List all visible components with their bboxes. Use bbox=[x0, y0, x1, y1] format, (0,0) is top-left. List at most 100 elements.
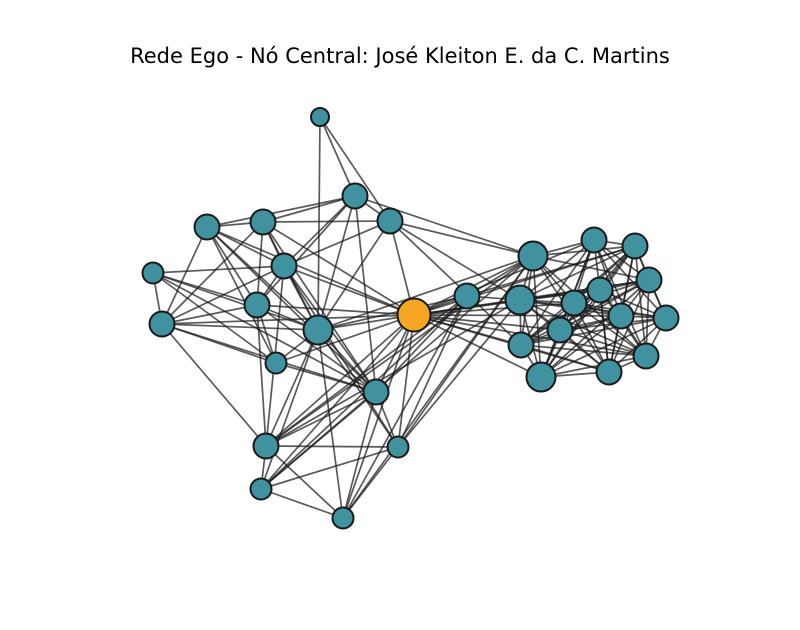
alter-node-n9 bbox=[148, 310, 176, 338]
edge-n3-n18 bbox=[389, 220, 534, 257]
edge-n14-n16 bbox=[260, 488, 344, 519]
alter-node-n13 bbox=[252, 432, 280, 460]
edge-n13-n16 bbox=[265, 445, 344, 519]
edge-n6-n15 bbox=[283, 265, 399, 448]
graph-title: Rede Ego - Nó Central: José Kleiton E. d… bbox=[130, 44, 670, 68]
edge-n9-n13 bbox=[161, 323, 267, 447]
edge-n15-n17 bbox=[397, 295, 468, 448]
edge-n11-n18 bbox=[317, 255, 534, 331]
edge-n29-n31 bbox=[559, 329, 647, 357]
alter-node-n2 bbox=[341, 182, 369, 210]
edge-ego-n4 bbox=[262, 221, 415, 316]
edge-n13-n18 bbox=[265, 255, 534, 447]
alter-node-n7 bbox=[243, 291, 271, 319]
alter-node-n11 bbox=[302, 314, 334, 346]
edge-n5-n6 bbox=[206, 226, 285, 267]
edge-n20-n25 bbox=[520, 239, 595, 346]
edge-ego-n10 bbox=[275, 314, 415, 364]
edge-ego-n6 bbox=[283, 265, 415, 316]
edge-n25-n28 bbox=[520, 317, 667, 346]
edge-n12-n13 bbox=[265, 391, 377, 447]
edge-n2-n11 bbox=[317, 195, 356, 331]
edge-n5-n10 bbox=[206, 226, 277, 364]
alter-node-n29 bbox=[632, 342, 660, 370]
alter-node-n30 bbox=[586, 276, 614, 304]
edge-n9-n11 bbox=[161, 323, 319, 331]
edge-n2-n12 bbox=[354, 195, 377, 393]
alter-node-n5 bbox=[193, 213, 221, 241]
edge-n4-n12 bbox=[262, 221, 377, 393]
edge-n1-n11 bbox=[317, 116, 321, 331]
edge-n11-n17 bbox=[317, 295, 468, 331]
edge-n26-n28 bbox=[540, 317, 667, 378]
alter-node-n23 bbox=[635, 266, 663, 294]
alter-node-n24 bbox=[607, 302, 635, 330]
edge-n7-n12 bbox=[256, 304, 377, 393]
edge-n8-n12 bbox=[152, 272, 377, 393]
edge-n11-n14 bbox=[260, 329, 319, 490]
alter-node-n20 bbox=[580, 226, 608, 254]
alter-node-n26 bbox=[525, 361, 557, 393]
edge-n2-n6 bbox=[283, 195, 356, 267]
edge-n11-n13 bbox=[265, 329, 319, 447]
edge-n14-n15 bbox=[260, 446, 399, 490]
edge-n19-n20 bbox=[519, 239, 595, 301]
edge-n6-n8 bbox=[152, 265, 285, 274]
edge-n24-n26 bbox=[540, 315, 622, 378]
alter-node-n22 bbox=[560, 289, 588, 317]
edge-n25-n27 bbox=[520, 344, 610, 373]
edge-n3-n6 bbox=[283, 220, 391, 267]
edge-n11-n15 bbox=[317, 329, 399, 448]
edge-n15-n19 bbox=[397, 299, 521, 448]
edge-n3-n11 bbox=[317, 220, 391, 331]
edge-n5-n7 bbox=[206, 226, 258, 306]
alter-node-n8 bbox=[141, 261, 165, 285]
alter-node-n1 bbox=[310, 107, 330, 127]
alter-node-n21 bbox=[621, 232, 649, 260]
edge-n2-n4 bbox=[262, 195, 356, 223]
edge-ego-n14 bbox=[260, 314, 415, 490]
edge-n2-n7 bbox=[256, 195, 356, 306]
alter-node-n4 bbox=[249, 208, 277, 236]
edge-n13-n15 bbox=[265, 445, 399, 448]
alter-node-n3 bbox=[376, 207, 404, 235]
edge-n10-n12 bbox=[275, 362, 377, 393]
edge-n20-n31 bbox=[559, 239, 595, 331]
alter-node-n16 bbox=[331, 506, 355, 530]
edge-n23-n31 bbox=[559, 279, 650, 331]
edge-n8-n11 bbox=[152, 272, 319, 331]
edge-n1-n2 bbox=[319, 116, 356, 197]
edge-n16-n17 bbox=[342, 295, 468, 519]
ego-node bbox=[396, 297, 432, 333]
alter-node-n12 bbox=[362, 378, 390, 406]
edge-n13-n19 bbox=[265, 299, 521, 447]
edge-n20-n28 bbox=[593, 239, 667, 319]
edge-n5-n12 bbox=[206, 226, 377, 393]
alter-node-n10 bbox=[264, 351, 288, 375]
edge-ego-n5 bbox=[206, 226, 415, 316]
edge-n26-n29 bbox=[540, 355, 647, 378]
edge-n12-n16 bbox=[342, 391, 377, 519]
edge-n12-n17 bbox=[375, 295, 468, 393]
edge-n8-n10 bbox=[152, 272, 277, 364]
edge-n27-n30 bbox=[599, 289, 610, 373]
alter-node-n31 bbox=[546, 316, 574, 344]
alter-node-n18 bbox=[517, 240, 549, 272]
edge-n3-n4 bbox=[262, 220, 391, 223]
edge-n13-n17 bbox=[265, 295, 468, 447]
alter-node-n17 bbox=[453, 282, 481, 310]
alter-node-n27 bbox=[595, 358, 623, 386]
edge-n23-n26 bbox=[540, 279, 650, 378]
alter-node-n6 bbox=[270, 252, 298, 280]
edge-n4-n9 bbox=[161, 221, 264, 325]
edge-n3-n19 bbox=[389, 220, 521, 301]
nodes-layer bbox=[141, 107, 680, 530]
alter-node-n15 bbox=[386, 435, 410, 459]
edge-n18-n26 bbox=[532, 255, 542, 378]
edge-n2-n5 bbox=[206, 195, 356, 228]
edge-n18-n21 bbox=[532, 245, 636, 257]
edge-n14-n18 bbox=[260, 255, 534, 490]
alter-node-n25 bbox=[507, 331, 535, 359]
alter-node-n28 bbox=[652, 304, 680, 332]
